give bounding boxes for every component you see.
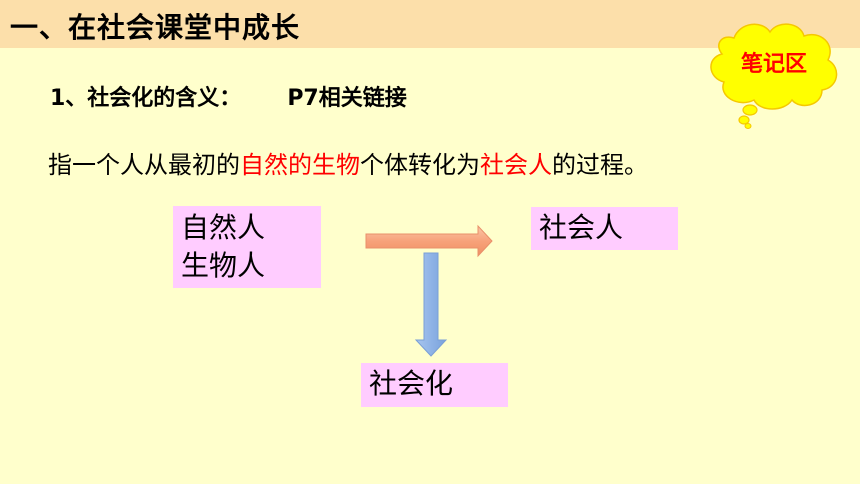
definition-part3: 的过程。 xyxy=(552,151,648,179)
natural-person-label: 自然人 xyxy=(181,211,266,244)
definition-highlight-social: 社会人 xyxy=(480,151,552,179)
biological-person-label: 生物人 xyxy=(181,249,266,282)
definition-part2: 个体转化为 xyxy=(360,151,480,179)
socialization-box: 社会化 xyxy=(361,363,508,407)
note-badge-label: 笔记区 xyxy=(740,52,807,77)
definition-part1: 指一个人从最初的 xyxy=(48,151,240,179)
page-title: 一、在社会课堂中成长 xyxy=(10,11,301,44)
thought-bubble-icon xyxy=(710,23,838,129)
definition-highlight-natural: 自然的生物 xyxy=(240,151,360,179)
subtitle-reference: P7相关链接 xyxy=(287,86,407,111)
section-subtitle: 1、社会化的含义： P7相关链接 xyxy=(50,80,407,112)
arrow-right-icon xyxy=(365,224,493,258)
title-bar: 一、在社会课堂中成长 xyxy=(0,0,860,48)
arrow-down-icon xyxy=(414,252,448,357)
natural-person-box: 自然人 生物人 xyxy=(173,206,321,288)
social-person-box: 社会人 xyxy=(531,207,678,250)
socialization-label: 社会化 xyxy=(369,367,454,400)
definition-sentence: 指一个人从最初的自然的生物个体转化为社会人的过程。 xyxy=(48,145,648,180)
social-person-label: 社会人 xyxy=(539,211,624,244)
subtitle-heading: 1、社会化的含义： xyxy=(50,86,242,111)
